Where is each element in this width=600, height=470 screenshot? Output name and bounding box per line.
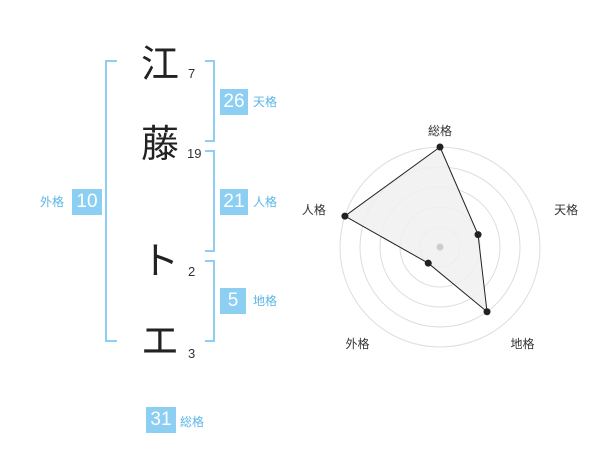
radar-point-4 xyxy=(424,259,432,267)
jinkaku-label: 人格 xyxy=(253,195,278,209)
gaikaku-bracket xyxy=(105,60,117,342)
chikaku-label: 地格 xyxy=(253,294,278,308)
tenkaku-label: 天格 xyxy=(253,95,278,109)
gaikaku-value-badge: 10 xyxy=(72,189,102,215)
radar-axis-label-4: 外格 xyxy=(345,336,369,351)
stroke-count-1: 7 xyxy=(188,66,196,81)
stroke-count-2: 19 xyxy=(187,146,202,161)
radar-center-point xyxy=(436,243,444,251)
radar-point-5 xyxy=(341,212,349,220)
jinkaku-value-badge: 21 xyxy=(220,189,248,215)
radar-axis-label-3: 地格 xyxy=(511,336,535,351)
radar-point-3 xyxy=(483,308,491,316)
name-char-3: ト xyxy=(141,239,180,283)
soukaku-label: 総格 xyxy=(180,415,205,429)
name-char-4: エ xyxy=(141,319,180,363)
stroke-count-3: 2 xyxy=(188,264,196,279)
radar-point-2 xyxy=(474,231,482,239)
soukaku-value-badge: 31 xyxy=(146,407,176,433)
radar-series-polygon xyxy=(343,146,488,313)
radar-axis-label-2: 天格 xyxy=(554,202,578,217)
jinkaku-bracket xyxy=(205,150,215,252)
name-char-2: 藤 xyxy=(141,122,180,166)
stroke-count-4: 3 xyxy=(188,346,196,361)
radar-axis-label-5: 人格 xyxy=(302,202,326,217)
gaikaku-label: 外格 xyxy=(40,195,65,209)
chikaku-value-badge: 5 xyxy=(220,288,246,314)
name-char-1: 江 xyxy=(141,42,180,86)
tenkaku-value-badge: 26 xyxy=(220,89,248,115)
radar-point-1 xyxy=(436,143,444,151)
radar-axis-label-1: 総格 xyxy=(428,123,452,138)
tenkaku-bracket xyxy=(205,60,215,142)
chikaku-bracket xyxy=(205,260,215,342)
